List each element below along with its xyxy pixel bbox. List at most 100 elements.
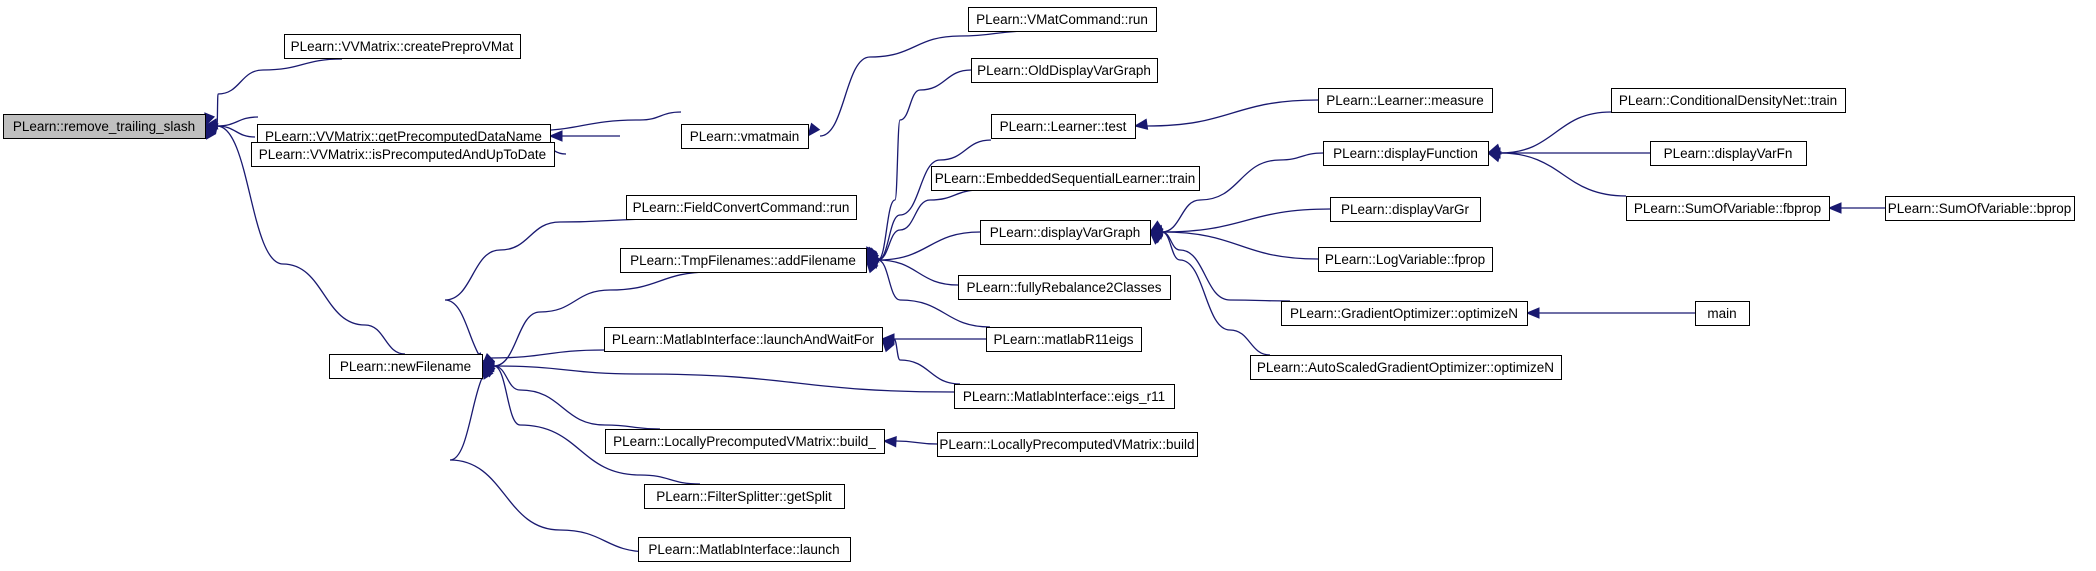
node-label: PLearn::MatlabInterface::launch	[648, 542, 839, 557]
arrowhead-icon	[865, 259, 879, 274]
node-displayFunction[interactable]: PLearn::displayFunction	[1323, 141, 1489, 166]
edge-getSplit-to-newFilename	[493, 365, 701, 485]
node-matlabR11eigs[interactable]: PLearn::matlabR11eigs	[986, 327, 1142, 352]
node-label: main	[1707, 306, 1736, 321]
node-label: PLearn::AutoScaledGradientOptimizer::opt…	[1257, 360, 1554, 375]
node-fullyRebalance2Classes[interactable]: PLearn::fullyRebalance2Classes	[958, 275, 1171, 300]
edge-ConditionalDensityNet_train-to-displayFunction	[1499, 111, 1612, 154]
edge-build_-to-newFilename	[493, 365, 661, 430]
arrowhead-icon	[807, 122, 821, 138]
node-createPreproVMat[interactable]: PLearn::VVMatrix::createPreproVMat	[284, 34, 521, 59]
node-Learner_measure[interactable]: PLearn::Learner::measure	[1318, 88, 1493, 113]
node-label: PLearn::Learner::test	[1000, 119, 1127, 134]
edge-Learner_measure-to-Learner_test	[1146, 99, 1319, 127]
edge-OldDisplayVarGraph-to-addFilename	[877, 69, 972, 261]
edge-eigs_r11-to-newFilename	[493, 365, 955, 393]
node-displayVarGraph[interactable]: PLearn::displayVarGraph	[980, 220, 1151, 245]
node-label: PLearn::VVMatrix::isPrecomputedAndUpToDa…	[259, 147, 546, 162]
node-getSplit[interactable]: PLearn::FilterSplitter::getSplit	[644, 484, 845, 509]
node-box	[604, 327, 883, 352]
graph-edges	[203, 30, 1885, 553]
node-label: PLearn::ConditionalDensityNet::train	[1619, 93, 1837, 108]
node-box	[329, 354, 483, 379]
node-vmatmain[interactable]: PLearn::vmatmain	[681, 124, 809, 149]
arrowhead-icon	[548, 130, 563, 142]
node-root[interactable]: PLearn::remove_trailing_slash	[3, 114, 206, 139]
node-box	[1650, 141, 1807, 166]
node-launchAndWaitFor[interactable]: PLearn::MatlabInterface::launchAndWaitFo…	[604, 327, 883, 352]
node-SumOfVariable_bprop[interactable]: PLearn::SumOfVariable::bprop	[1885, 196, 2075, 221]
node-launch[interactable]: PLearn::MatlabInterface::launch	[638, 537, 851, 562]
edge-build-to-build_	[895, 440, 938, 445]
node-box	[986, 327, 1142, 352]
node-Learner_test[interactable]: PLearn::Learner::test	[991, 114, 1136, 139]
arrowhead-icon	[1149, 231, 1164, 245]
arrowhead-icon	[1486, 151, 1502, 163]
node-displayVarGr[interactable]: PLearn::displayVarGr	[1330, 197, 1481, 222]
node-label: PLearn::SumOfVariable::fbprop	[1634, 201, 1821, 216]
node-label: PLearn::displayVarGraph	[990, 225, 1141, 240]
node-box	[980, 220, 1151, 245]
node-build[interactable]: PLearn::LocallyPrecomputedVMatrix::build	[937, 432, 1198, 457]
node-EmbeddedSequentialLearner_train[interactable]: PLearn::EmbeddedSequentialLearner::train	[931, 166, 1200, 191]
node-label: PLearn::EmbeddedSequentialLearner::train	[935, 171, 1195, 186]
node-main[interactable]: main	[1695, 301, 1750, 326]
node-isPrecomputedAndUpToDate[interactable]: PLearn::VVMatrix::isPrecomputedAndUpToDa…	[251, 142, 555, 167]
node-label: PLearn::displayVarGr	[1341, 202, 1470, 217]
edge-AutoScaled_optimizeN-to-displayVarGraph	[1161, 231, 1271, 356]
edge-displayVarGr-to-displayVarGraph	[1161, 208, 1331, 233]
edge-EmbeddedSequentialLearner_train-to-addFilename	[877, 189, 981, 261]
node-box	[644, 484, 845, 509]
arrowhead-icon	[881, 338, 895, 353]
arrowhead-icon	[1827, 202, 1842, 214]
graph-nodes: PLearn::remove_trailing_slashPLearn::VVM…	[3, 7, 2075, 562]
node-box	[954, 384, 1175, 409]
node-label: PLearn::VMatCommand::run	[976, 12, 1148, 27]
node-box	[1250, 355, 1562, 380]
node-optimizeN[interactable]: PLearn::GradientOptimizer::optimizeN	[1281, 301, 1528, 326]
node-label: PLearn::displayVarFn	[1664, 146, 1793, 161]
edge-getPrecomputedDataName-to-root	[216, 116, 259, 127]
node-box	[958, 275, 1171, 300]
edge-FieldConvertCommand_run-to-newFilename	[444, 218, 661, 367]
node-box	[1318, 88, 1493, 113]
node-displayVarFn[interactable]: PLearn::displayVarFn	[1650, 141, 1807, 166]
node-box	[1626, 196, 1830, 221]
node-FieldConvertCommand_run[interactable]: PLearn::FieldConvertCommand::run	[626, 195, 857, 220]
node-AutoScaled_optimizeN[interactable]: PLearn::AutoScaledGradientOptimizer::opt…	[1250, 355, 1562, 380]
node-addFilename[interactable]: PLearn::TmpFilenames::addFilename	[620, 248, 867, 273]
edge-createPreproVMat-to-root	[216, 58, 343, 127]
node-box	[1885, 196, 2075, 221]
arrowhead-icon	[882, 435, 897, 448]
node-build_[interactable]: PLearn::LocallyPrecomputedVMatrix::build…	[605, 429, 885, 454]
node-eigs_r11[interactable]: PLearn::MatlabInterface::eigs_r11	[954, 384, 1175, 409]
node-box	[931, 166, 1200, 191]
edge-fullyRebalance2Classes-to-addFilename	[877, 259, 959, 286]
node-OldDisplayVarGraph[interactable]: PLearn::OldDisplayVarGraph	[971, 58, 1158, 83]
edge-addFilename-to-newFilename	[493, 271, 711, 367]
node-label: PLearn::FieldConvertCommand::run	[633, 200, 850, 215]
edge-displayFunction-to-displayVarGraph	[1161, 152, 1324, 233]
node-box	[968, 7, 1157, 32]
node-label: PLearn::newFilename	[340, 359, 471, 374]
node-SumOfVariable_fbprop[interactable]: PLearn::SumOfVariable::fbprop	[1626, 196, 1830, 221]
node-LogVariable_fprop[interactable]: PLearn::LogVariable::fprop	[1318, 247, 1493, 272]
node-label: PLearn::Learner::measure	[1326, 93, 1484, 108]
node-newFilename[interactable]: PLearn::newFilename	[329, 354, 483, 379]
node-label: PLearn::LocallyPrecomputedVMatrix::build…	[613, 434, 876, 449]
edge-launch-to-newFilename	[449, 365, 651, 553]
node-box	[1330, 197, 1481, 222]
edge-VMatCommand_run-to-vmatmain	[819, 30, 1031, 137]
node-label: PLearn::remove_trailing_slash	[13, 119, 195, 134]
node-label: PLearn::VVMatrix::createPreproVMat	[291, 39, 514, 54]
node-label: PLearn::matlabR11eigs	[993, 332, 1133, 347]
node-label: PLearn::fullyRebalance2Classes	[966, 280, 1161, 295]
node-ConditionalDensityNet_train[interactable]: PLearn::ConditionalDensityNet::train	[1611, 88, 1846, 113]
node-box	[1323, 141, 1489, 166]
node-VMatCommand_run[interactable]: PLearn::VMatCommand::run	[968, 7, 1157, 32]
edge-Learner_test-to-addFilename	[877, 139, 992, 261]
node-box	[937, 432, 1198, 457]
node-label: PLearn::SumOfVariable::bprop	[1888, 201, 2072, 216]
node-box	[284, 34, 521, 59]
